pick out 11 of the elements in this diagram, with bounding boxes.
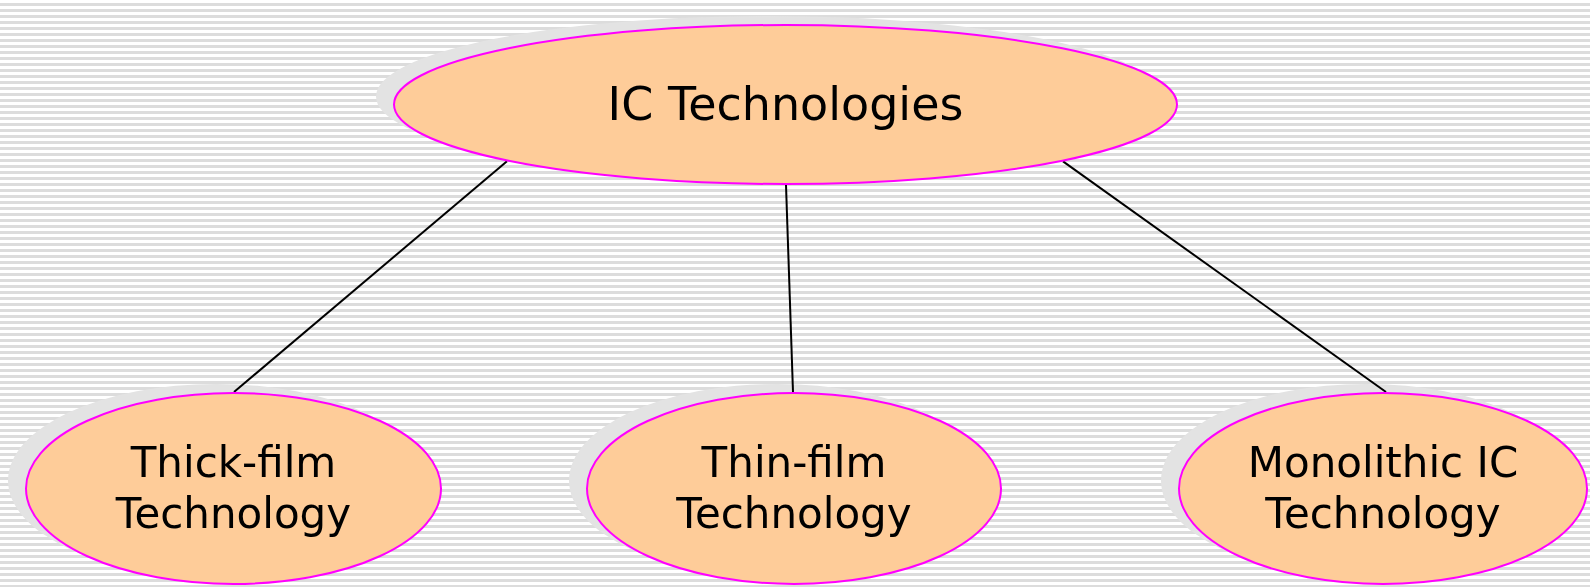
oval-node bbox=[586, 392, 1002, 585]
node-label: IC Technologies bbox=[606, 76, 965, 133]
connector-line bbox=[233, 160, 508, 393]
node-label: Thin-film Technology bbox=[675, 438, 913, 539]
node-label: Thick-film Technology bbox=[114, 438, 353, 539]
oval-node bbox=[25, 392, 442, 585]
oval-node bbox=[1178, 392, 1588, 585]
connector-line bbox=[785, 184, 794, 393]
node-label: Monolithic IC Technology bbox=[1246, 438, 1520, 539]
oval-node bbox=[393, 24, 1178, 185]
connector-line bbox=[1062, 160, 1387, 393]
